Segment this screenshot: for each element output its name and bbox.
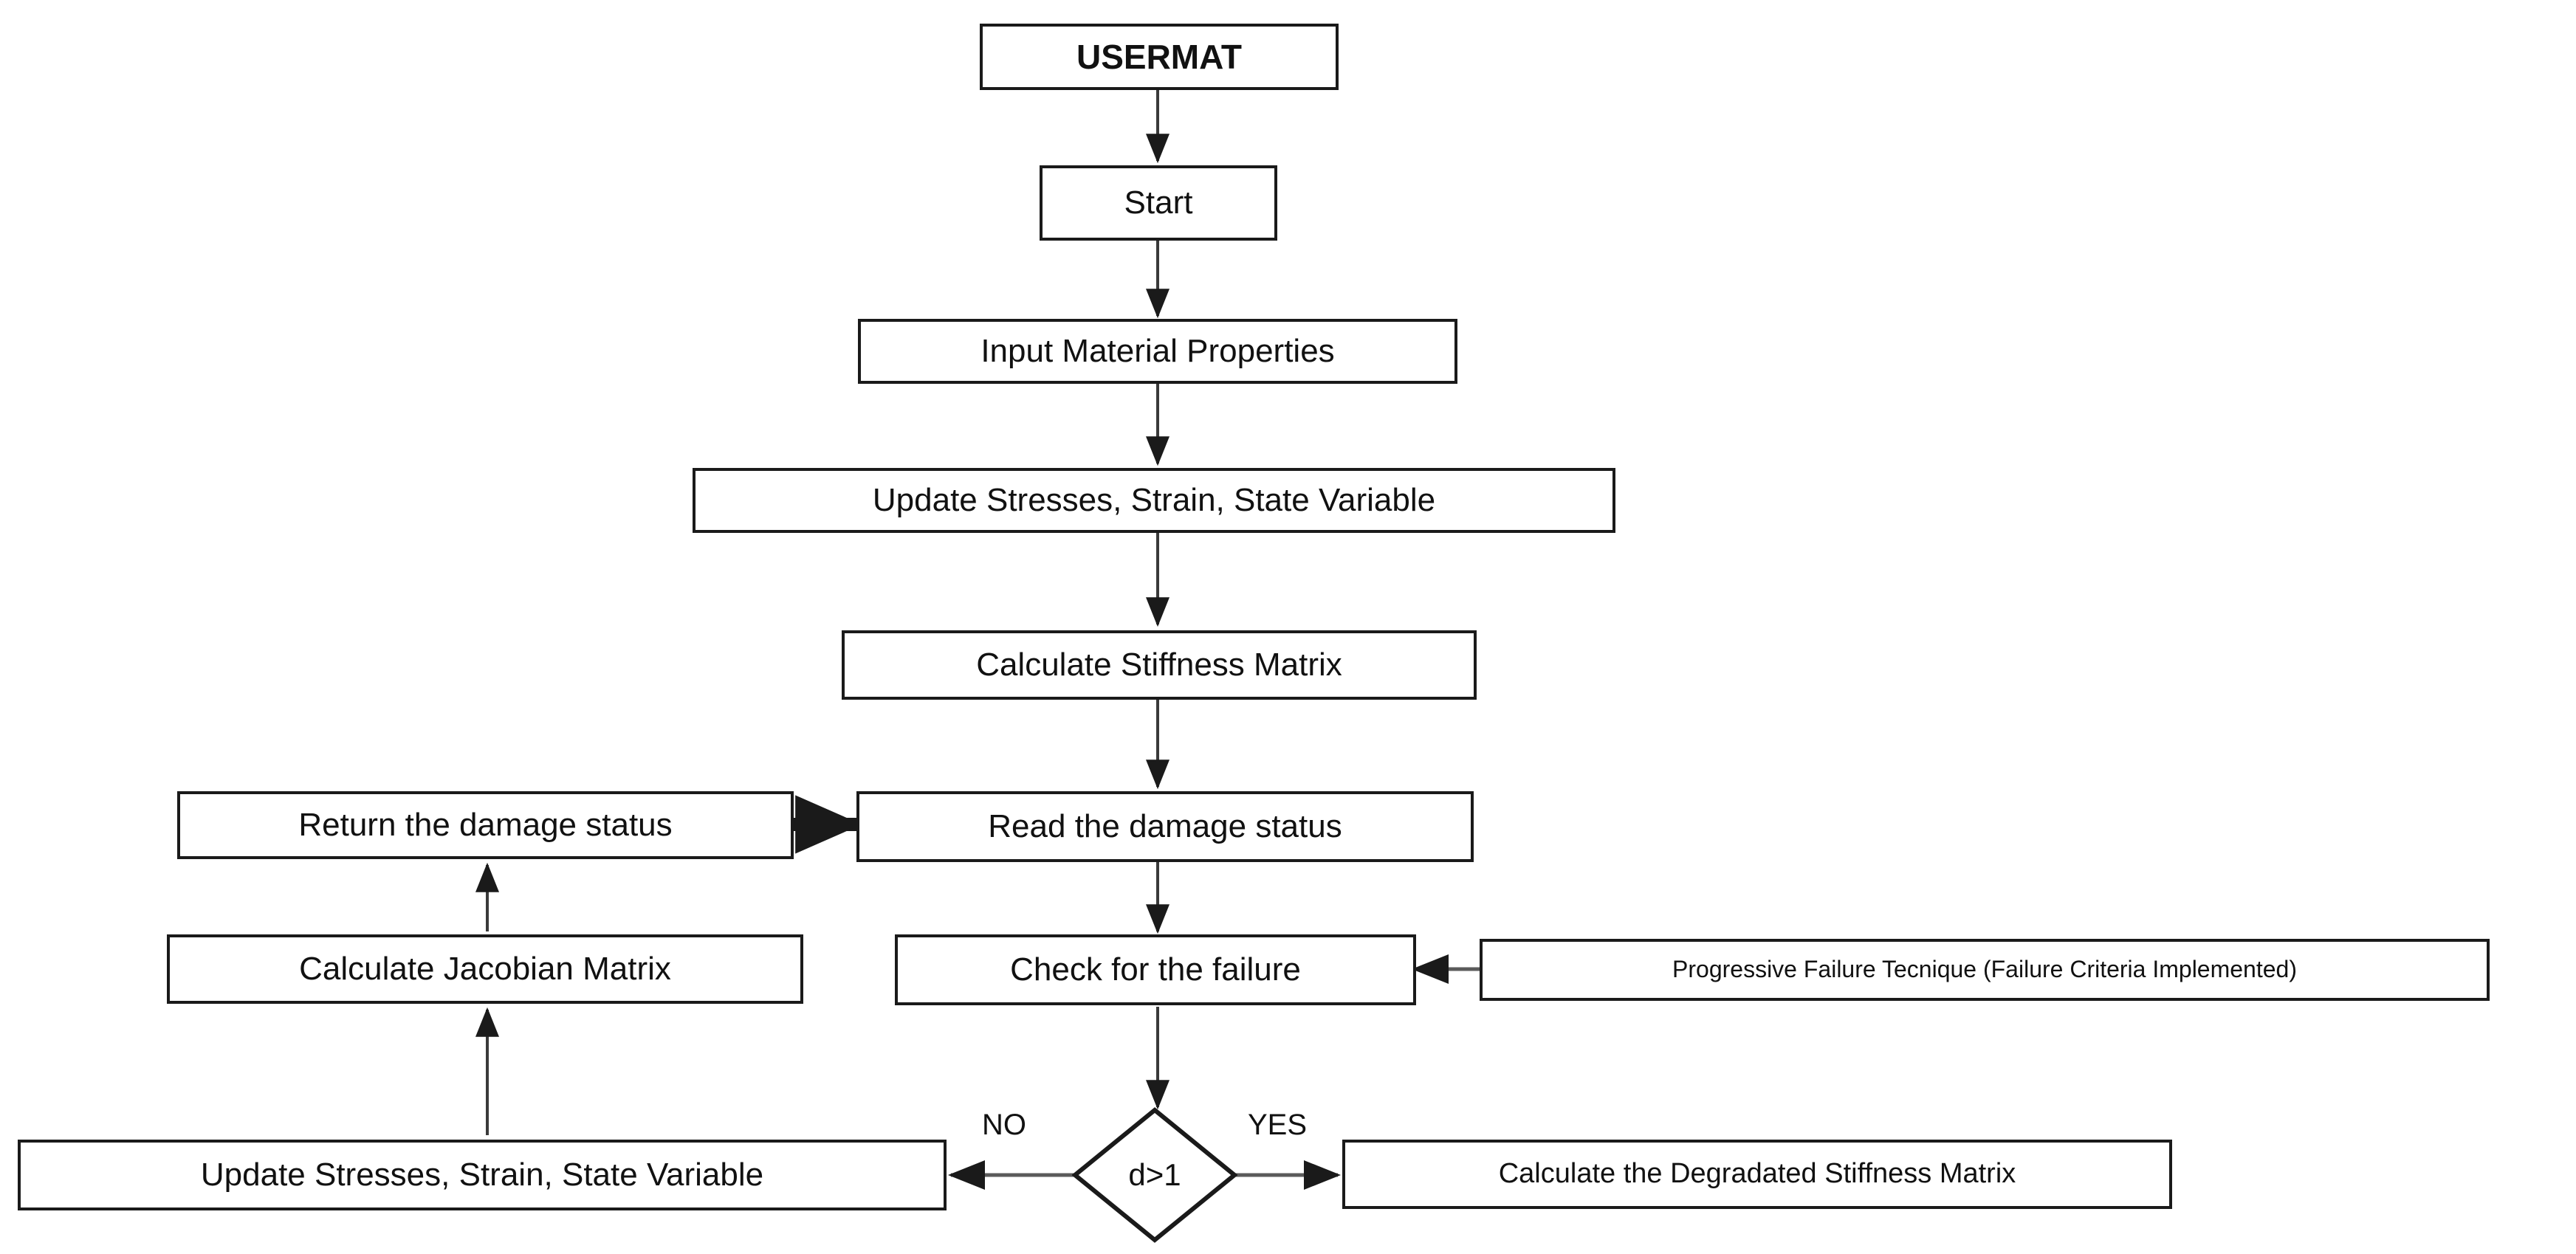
node-calculate-stiffness-matrix-label: Calculate Stiffness Matrix	[976, 646, 1342, 683]
node-progressive-failure-technique[interactable]: Progressive Failure Tecnique (Failure Cr…	[1480, 939, 2490, 1001]
edge-label-yes: YES	[1248, 1109, 1308, 1141]
node-calculate-degraded-stiffness-matrix[interactable]: Calculate the Degradated Stiffness Matri…	[1342, 1140, 2172, 1209]
node-calculate-stiffness-matrix[interactable]: Calculate Stiffness Matrix	[842, 630, 1477, 700]
node-read-damage-status-label: Read the damage status	[988, 807, 1342, 844]
node-decision-label: d>1	[1128, 1157, 1181, 1192]
node-input-material-properties-label: Input Material Properties	[980, 332, 1335, 369]
node-read-damage-status[interactable]: Read the damage status	[856, 791, 1474, 862]
node-calculate-degraded-stiffness-matrix-label: Calculate the Degradated Stiffness Matri…	[1498, 1158, 2016, 1190]
node-calculate-jacobian-matrix-label: Calculate Jacobian Matrix	[299, 950, 671, 987]
node-progressive-failure-technique-label: Progressive Failure Tecnique (Failure Cr…	[1672, 956, 2297, 983]
node-return-damage-status[interactable]: Return the damage status	[177, 791, 794, 859]
node-start-label: Start	[1124, 184, 1193, 221]
node-start[interactable]: Start	[1040, 165, 1277, 241]
node-check-for-the-failure-label: Check for the failure	[1010, 951, 1301, 988]
node-update-state-bottom[interactable]: Update Stresses, Strain, State Variable	[18, 1140, 947, 1210]
node-calculate-jacobian-matrix[interactable]: Calculate Jacobian Matrix	[167, 934, 803, 1004]
node-input-material-properties[interactable]: Input Material Properties	[858, 319, 1457, 384]
edge-label-no: NO	[982, 1109, 1026, 1141]
node-update-state-bottom-label: Update Stresses, Strain, State Variable	[200, 1156, 764, 1193]
node-usermat[interactable]: USERMAT	[980, 24, 1339, 90]
decision-diamond-shape	[1072, 1107, 1237, 1243]
node-usermat-label: USERMAT	[1076, 37, 1243, 76]
node-check-for-the-failure[interactable]: Check for the failure	[895, 934, 1416, 1005]
node-return-damage-status-label: Return the damage status	[298, 806, 673, 843]
node-update-state-top[interactable]: Update Stresses, Strain, State Variable	[693, 468, 1615, 533]
node-decision-d-greater-than-1[interactable]: d>1	[1072, 1107, 1237, 1243]
node-update-state-top-label: Update Stresses, Strain, State Variable	[872, 481, 1436, 518]
